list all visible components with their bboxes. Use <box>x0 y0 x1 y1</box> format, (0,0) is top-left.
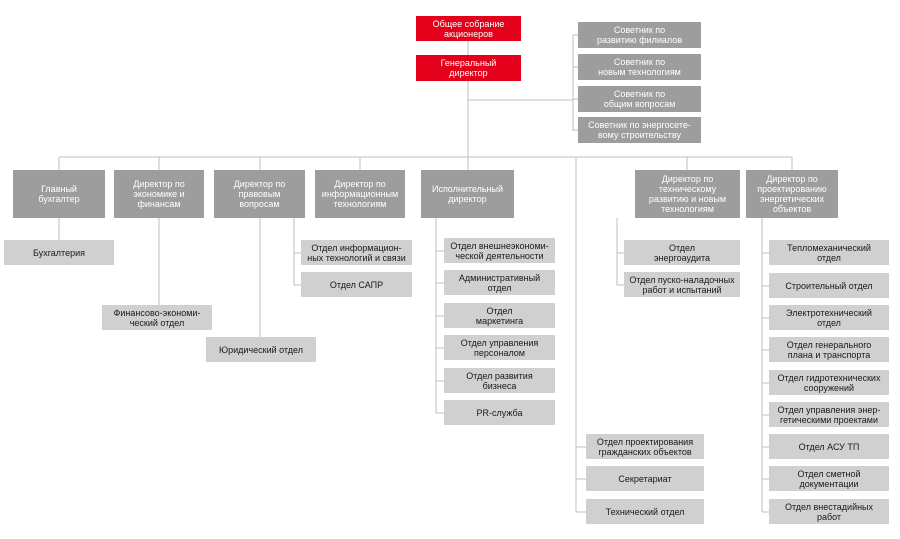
department-label: Отдел информацион- ных технологий и связ… <box>307 242 406 263</box>
ceo-label: Генеральный директор <box>440 58 497 78</box>
director-label: Директор по экономике и финансам <box>133 179 185 209</box>
department-label: Отдел проектирования гражданских объекто… <box>596 436 694 457</box>
department-label: Административный отдел <box>458 272 541 293</box>
advisor-box: Советник по новым технологиям <box>578 54 701 80</box>
department-label: Технический отдел <box>605 506 685 517</box>
design-department-box: Отдел управления энер- гетическими проек… <box>769 402 889 427</box>
executive-department-box: Отдел управления персоналом <box>444 335 555 360</box>
director-label: Директор по информационным технологиям <box>321 179 399 209</box>
department-label: Отдел внестадийных работ <box>784 501 874 522</box>
department-label: Отдел управления персоналом <box>460 337 539 358</box>
advisor-box: Советник по энергосете- вому строительст… <box>578 117 701 143</box>
department-label: Тепломеханический отдел <box>787 242 871 263</box>
department-label: Отдел САПР <box>329 279 384 290</box>
director-design-box: Директор по проектированию энергетически… <box>746 170 838 218</box>
department-label: Отдел сметной документации <box>797 468 861 489</box>
advisor-label: Советник по общим вопросам <box>603 89 676 109</box>
accounting-box: Бухгалтерия <box>4 240 114 265</box>
department-label: Отдел гидротехнических сооружений <box>777 372 881 393</box>
it-department-box: Отдел информацион- ных технологий и связ… <box>301 240 412 265</box>
director-economics-box: Директор по экономике и финансам <box>114 170 204 218</box>
department-label: Отдел управления энер- гетическими проек… <box>777 404 881 425</box>
director-it-box: Директор по информационным технологиям <box>315 170 405 218</box>
advisor-box: Советник по общим вопросам <box>578 86 701 112</box>
design-department-box: Электротехнический отдел <box>769 305 889 330</box>
design-department-box: Отдел генерального плана и транспорта <box>769 337 889 362</box>
legal-dept-box: Юридический отдел <box>206 337 316 362</box>
department-label: Отдел маркетинга <box>475 305 524 326</box>
director-label: Исполнительный директор <box>431 184 504 204</box>
department-label: Финансово-экономи- ческий отдел <box>113 307 201 328</box>
ceo-department-box: Технический отдел <box>586 499 704 524</box>
advisor-box: Советник по развитию филиалов <box>578 22 701 48</box>
design-department-box: Отдел АСУ ТП <box>769 434 889 459</box>
department-label: Бухгалтерия <box>33 247 85 258</box>
department-label: Отдел АСУ ТП <box>798 441 860 452</box>
finance-econ-box: Финансово-экономи- ческий отдел <box>102 305 212 330</box>
it-department-box: Отдел САПР <box>301 272 412 297</box>
design-department-box: Строительный отдел <box>769 273 889 298</box>
design-department-box: Отдел внестадийных работ <box>769 499 889 524</box>
director-legal-box: Директор по правовым вопросам <box>214 170 305 218</box>
shareholders-label: Общее собрание акционеров <box>432 18 505 39</box>
department-label: Отдел пуско-наладочных работ и испытаний <box>629 274 735 295</box>
department-label: Отдел энергоаудита <box>653 242 711 263</box>
advisor-label: Советник по развитию филиалов <box>596 25 683 45</box>
advisor-label: Советник по энергосете- вому строительст… <box>588 120 691 140</box>
executive-department-box: PR-служба <box>444 400 555 425</box>
technical-department-box: Отдел энергоаудита <box>624 240 740 265</box>
executive-department-box: Отдел внешнеэкономи- ческой деятельности <box>444 238 555 263</box>
design-department-box: Отдел гидротехнических сооружений <box>769 370 889 395</box>
director-label: Директор по проектированию энергетически… <box>757 174 827 214</box>
department-label: Юридический отдел <box>219 344 303 355</box>
department-label: Электротехнический отдел <box>786 307 872 328</box>
director-label: Директор по техническому развитию и новы… <box>648 174 727 214</box>
design-department-box: Тепломеханический отдел <box>769 240 889 265</box>
director-technical-box: Директор по техническому развитию и новы… <box>635 170 740 218</box>
ceo-box: Генеральный директор <box>416 55 521 81</box>
department-label: Секретариат <box>618 473 672 484</box>
ceo-department-box: Отдел проектирования гражданских объекто… <box>586 434 704 459</box>
advisor-label: Советник по новым технологиям <box>598 57 681 77</box>
chief-accountant-box: Главный бухгалтер <box>13 170 105 218</box>
design-department-box: Отдел сметной документации <box>769 466 889 491</box>
director-label: Главный бухгалтер <box>38 184 80 204</box>
shareholders-box: Общее собрание акционеров <box>416 16 521 41</box>
executive-department-box: Отдел развития бизнеса <box>444 368 555 393</box>
department-label: Отдел развития бизнеса <box>466 370 533 391</box>
department-label: Отдел внешнеэкономи- ческой деятельности <box>450 240 549 261</box>
director-label: Директор по правовым вопросам <box>233 179 286 209</box>
department-label: Отдел генерального плана и транспорта <box>786 339 872 360</box>
executive-director-box: Исполнительный директор <box>421 170 514 218</box>
department-label: Строительный отдел <box>785 280 873 291</box>
department-label: PR-служба <box>476 407 523 418</box>
ceo-department-box: Секретариат <box>586 466 704 491</box>
executive-department-box: Административный отдел <box>444 270 555 295</box>
technical-department-box: Отдел пуско-наладочных работ и испытаний <box>624 272 740 297</box>
executive-department-box: Отдел маркетинга <box>444 303 555 328</box>
